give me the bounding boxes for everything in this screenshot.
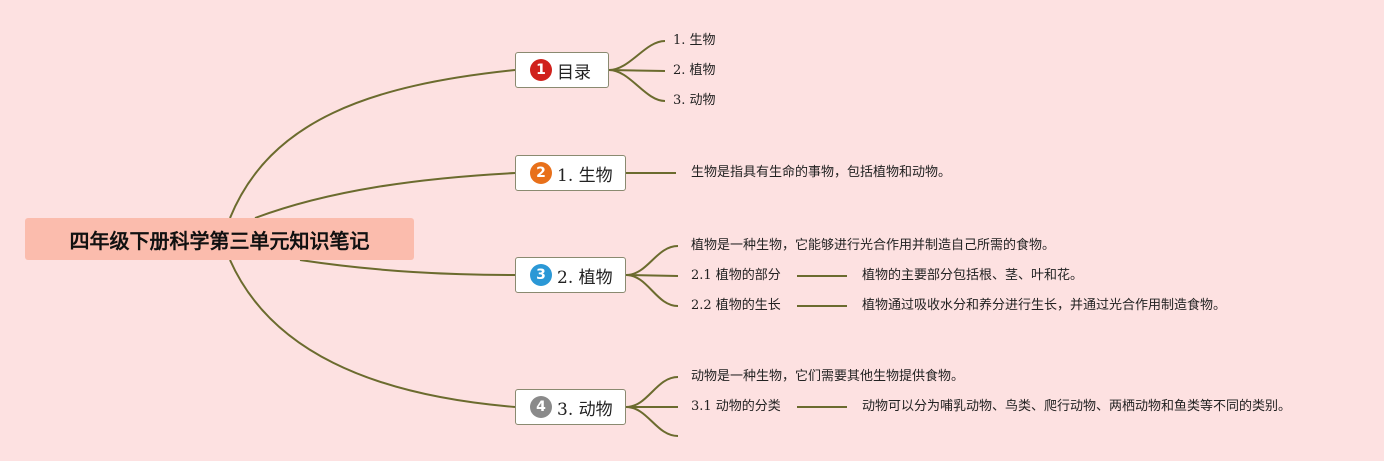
- animals-class-text[interactable]: 动物可以分为哺乳动物、鸟类、爬行动物、两栖动物和鱼类等不同的类别。: [862, 399, 1292, 414]
- topic-label: 目录: [557, 62, 591, 83]
- connector-toc-1: [608, 40, 666, 71]
- priority-3-icon: 3: [530, 264, 552, 286]
- toc-item-biology[interactable]: 1. 生物: [673, 33, 716, 48]
- topic-biology[interactable]: 2 1. 生物: [515, 155, 626, 191]
- animals-class-label[interactable]: 3.1 动物的分类: [691, 399, 781, 414]
- animals-intro[interactable]: 动物是一种生物，它们需要其他生物提供食物。: [691, 369, 965, 384]
- topic-plants[interactable]: 3 2. 植物: [515, 257, 626, 293]
- connector-root-toc: [229, 69, 516, 219]
- connector-root-plants: [299, 259, 516, 276]
- connector-animals-empty: [625, 406, 679, 437]
- plants-parts-label[interactable]: 2.1 植物的部分: [691, 268, 781, 283]
- plants-parts-text[interactable]: 植物的主要部分包括根、茎、叶和花。: [862, 268, 1084, 283]
- toc-item-animals[interactable]: 3. 动物: [673, 93, 716, 108]
- connector-plants-intro: [625, 245, 679, 276]
- priority-2-icon: 2: [530, 162, 552, 184]
- connector-root-animals: [229, 259, 516, 408]
- topic-toc[interactable]: 1 目录: [515, 52, 609, 88]
- connector-toc-2: [608, 69, 666, 72]
- topic-label: 3. 动物: [557, 399, 613, 420]
- connector-plants-growth: [625, 274, 679, 307]
- plants-growth-label[interactable]: 2.2 植物的生长: [691, 298, 781, 313]
- root-topic[interactable]: 四年级下册科学第三单元知识笔记: [25, 218, 414, 260]
- connector-plants-parts: [625, 274, 679, 277]
- topic-label: 2. 植物: [557, 267, 613, 288]
- connector-animals-intro: [625, 376, 679, 408]
- topic-label: 1. 生物: [557, 165, 613, 186]
- connector-root-biology: [254, 172, 516, 219]
- plants-growth-text[interactable]: 植物通过吸收水分和养分进行生长，并通过光合作用制造食物。: [862, 298, 1227, 313]
- plants-intro[interactable]: 植物是一种生物，它能够进行光合作用并制造自己所需的食物。: [691, 238, 1056, 253]
- priority-1-icon: 1: [530, 59, 552, 81]
- root-title: 四年级下册科学第三单元知识笔记: [69, 228, 370, 253]
- biology-definition[interactable]: 生物是指具有生命的事物，包括植物和动物。: [691, 165, 952, 180]
- topic-animals[interactable]: 4 3. 动物: [515, 389, 626, 425]
- connector-toc-3: [608, 69, 666, 102]
- priority-4-icon: 4: [530, 396, 552, 418]
- toc-item-plants[interactable]: 2. 植物: [673, 63, 716, 78]
